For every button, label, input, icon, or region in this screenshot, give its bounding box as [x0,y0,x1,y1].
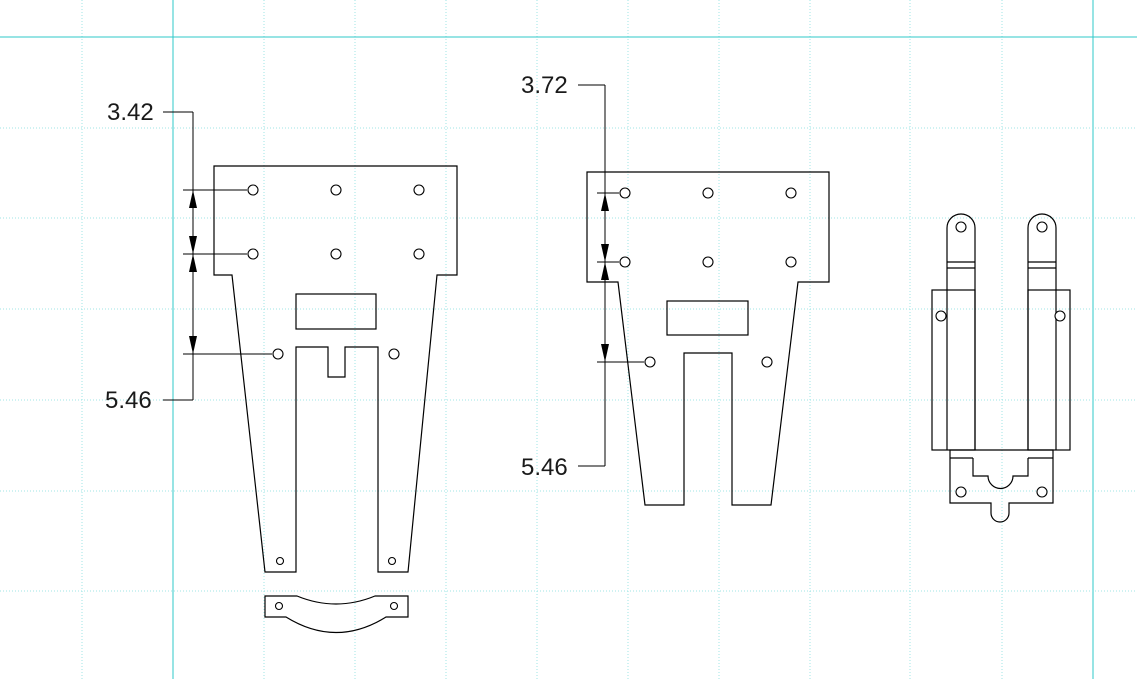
hole[interactable] [619,256,631,268]
hole[interactable] [330,184,342,196]
hole[interactable] [389,601,399,611]
hole[interactable] [644,356,656,368]
curved-bracket[interactable] [264,595,409,633]
hole[interactable] [619,187,631,199]
hole[interactable] [387,556,397,566]
hole[interactable] [761,356,773,368]
hole[interactable] [274,601,284,611]
hole[interactable] [413,248,425,260]
dimension-label-middle-top: 3.72 [521,72,568,99]
middle-plate-dimensions: 3.72 5.46 [521,72,644,481]
middle-plate-holes [619,187,797,368]
left-plate-dimensions: 3.42 5.46 [105,99,272,414]
hole[interactable] [935,310,947,322]
hole[interactable] [388,348,400,360]
hole[interactable] [702,256,714,268]
base-plate-outline[interactable] [949,449,1054,523]
base-plate-cutout [972,458,1029,490]
side-bracket-assembly[interactable] [931,213,1071,523]
left-plate-holes [247,184,425,566]
hole[interactable] [247,184,259,196]
left-plate-slot[interactable] [295,293,377,330]
hole[interactable] [1036,486,1048,498]
hole[interactable] [785,187,797,199]
dimension-label-left-top: 3.42 [107,99,154,126]
hole[interactable] [413,184,425,196]
middle-plate-slot[interactable] [666,300,749,336]
hole[interactable] [785,256,797,268]
right-arm-outline[interactable] [1027,213,1057,450]
middle-plate[interactable] [586,171,830,506]
dimension-label-middle-bottom: 5.46 [521,454,568,481]
hole[interactable] [247,248,259,260]
hole[interactable] [955,221,967,233]
middle-plate-outline[interactable] [586,171,830,506]
hole[interactable] [702,187,714,199]
curved-bracket-outline[interactable] [264,595,409,633]
hole[interactable] [272,348,284,360]
hole[interactable] [1054,310,1066,322]
hole[interactable] [1036,221,1048,233]
left-arm-outline[interactable] [946,213,976,450]
hole[interactable] [955,486,967,498]
hole[interactable] [330,248,342,260]
hole[interactable] [275,556,285,566]
left-plate-outline[interactable] [213,165,458,573]
left-plate[interactable] [213,165,458,573]
dimension-label-left-bottom: 5.46 [105,387,152,414]
